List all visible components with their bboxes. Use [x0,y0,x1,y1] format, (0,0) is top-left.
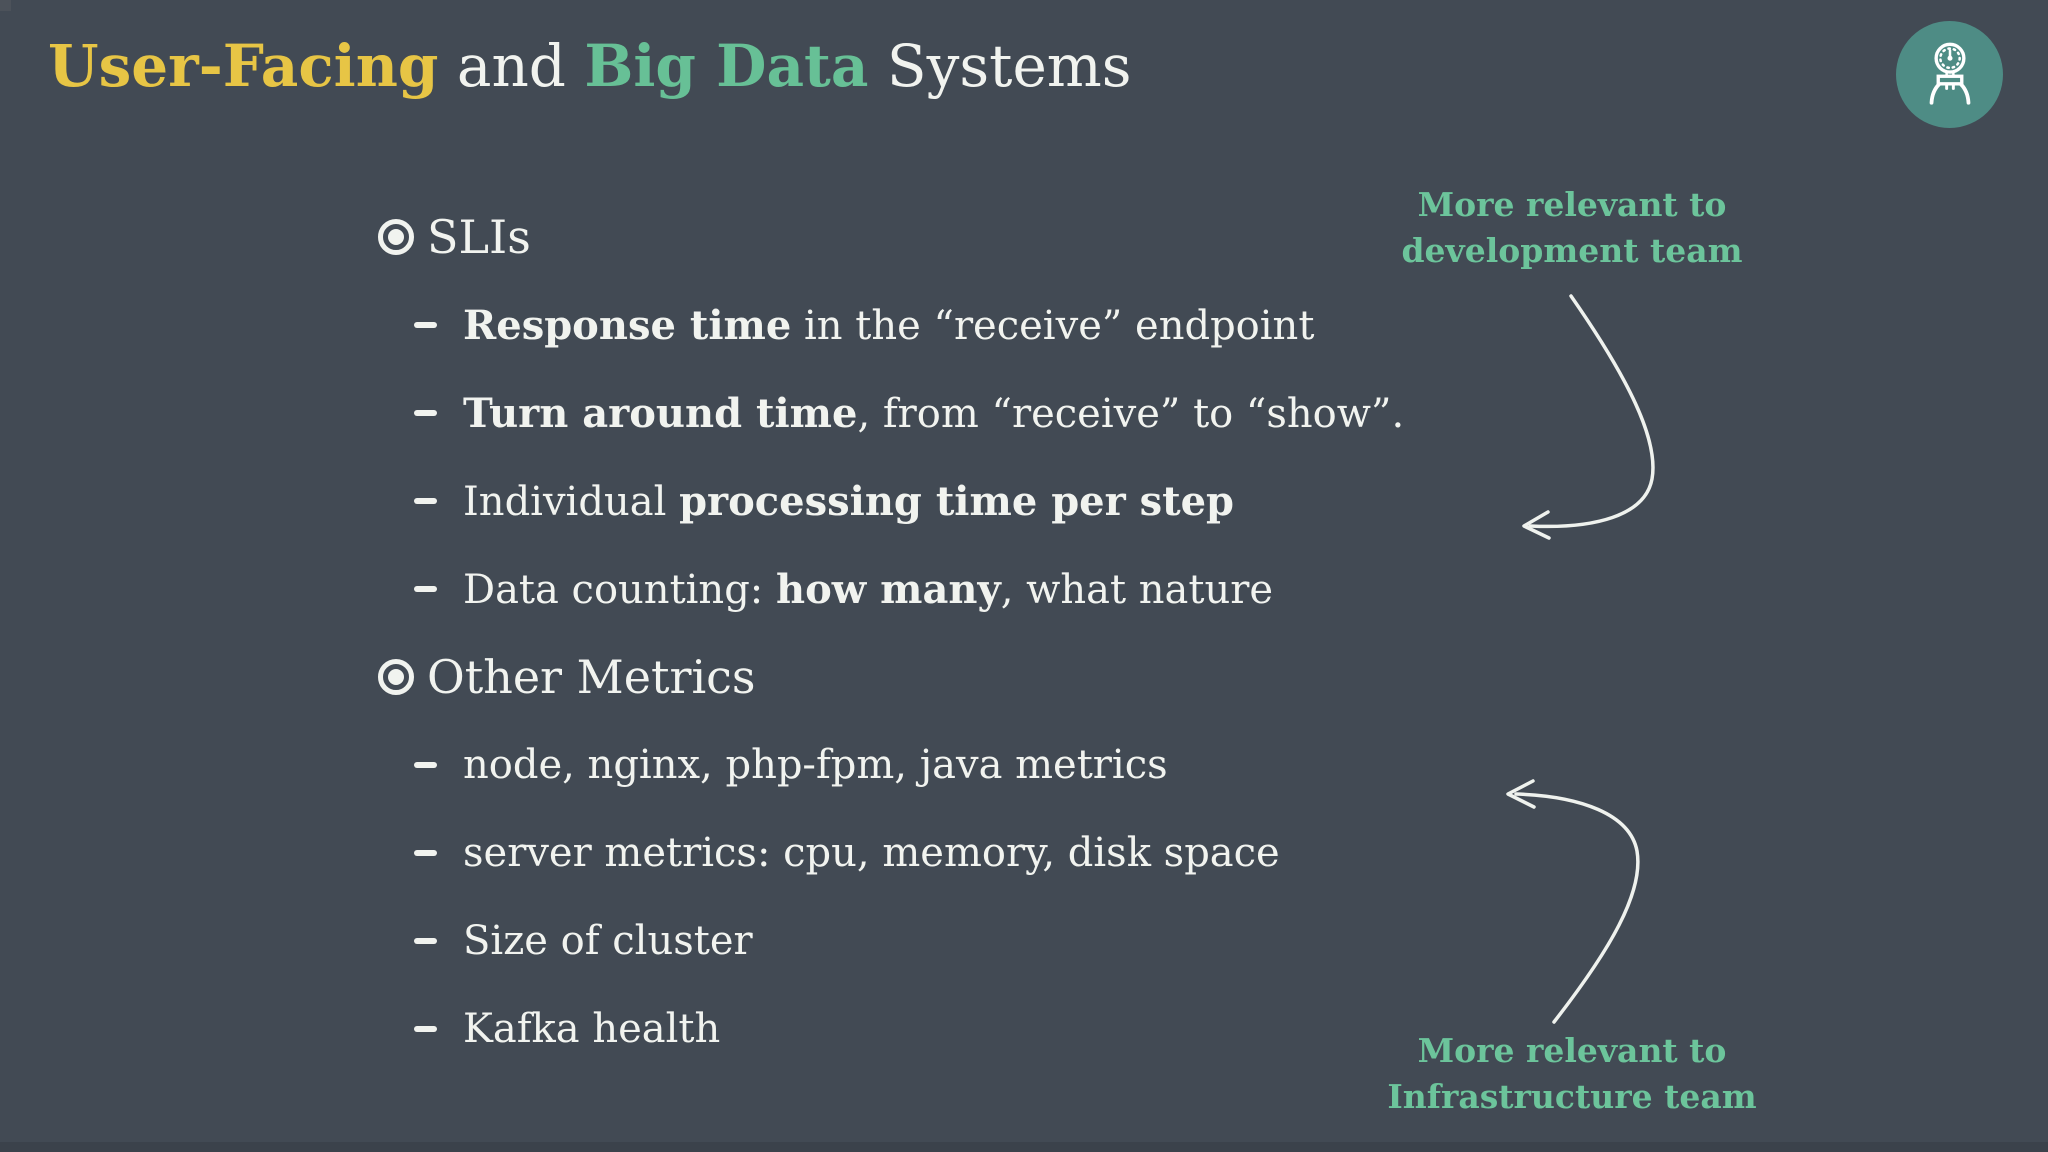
dash-bullet-icon [414,498,437,504]
bottom-edge-strip [0,1142,2048,1152]
dash-bullet-icon [414,322,437,328]
arrow-to-development-items [1522,294,1655,540]
section-label: SLIs [427,210,531,264]
list-item-text: Data counting: how many, what nature [463,565,1273,613]
list-item: node, nginx, php-fpm, java metrics [378,721,1478,809]
pressure-gauge-icon [1908,33,1992,117]
title-segment-big-data: Big Data [584,32,869,100]
title-segment-user-facing: User-Facing [48,32,439,100]
annotation-line: Infrastructure team [1387,1076,1757,1116]
list-item-text: server metrics: cpu, memory, disk space [463,830,1280,876]
list-item: server metrics: cpu, memory, disk space [378,809,1478,897]
list-item-text: Size of cluster [463,918,753,964]
slide-body-list: SLIs Response time in the “receive” endp… [378,193,1478,1073]
target-bullet-icon [378,659,414,695]
annotation-line: More relevant to [1417,185,1727,224]
section-label: Other Metrics [427,650,756,704]
logo-badge [1896,21,2003,128]
list-item: Turn around time, from “receive” to “sho… [378,369,1478,457]
list-item-text: Individual processing time per step [463,477,1235,525]
annotation-development-team: More relevant to development team [1362,182,1782,273]
list-item: Individual processing time per step [378,457,1478,545]
annotation-line: development team [1401,230,1743,270]
title-segment-and: and [438,32,585,100]
annotation-line: More relevant to [1417,1031,1727,1070]
list-item-text: Kafka health [463,1006,721,1052]
list-item: Response time in the “receive” endpoint [378,281,1478,369]
corner-artifact [0,0,11,11]
list-item: Data counting: how many, what nature [378,545,1478,633]
dash-bullet-icon [414,850,437,856]
section-header-slis: SLIs [378,193,1478,281]
slide-title: User-Facing and Big Data Systems [48,33,1132,100]
list-item-text: node, nginx, php-fpm, java metrics [463,742,1168,788]
dash-bullet-icon [414,938,437,944]
arrow-to-infrastructure-items [1506,779,1640,1024]
target-bullet-icon [378,219,414,255]
title-segment-systems: Systems [868,32,1132,100]
dash-bullet-icon [414,586,437,592]
list-item: Kafka health [378,985,1478,1073]
list-item-text: Response time in the “receive” endpoint [463,301,1315,349]
dash-bullet-icon [414,1026,437,1032]
dash-bullet-icon [414,762,437,768]
annotation-infrastructure-team: More relevant to Infrastructure team [1362,1028,1782,1119]
list-item-text: Turn around time, from “receive” to “sho… [463,389,1405,437]
list-item: Size of cluster [378,897,1478,985]
section-header-other-metrics: Other Metrics [378,633,1478,721]
dash-bullet-icon [414,410,437,416]
